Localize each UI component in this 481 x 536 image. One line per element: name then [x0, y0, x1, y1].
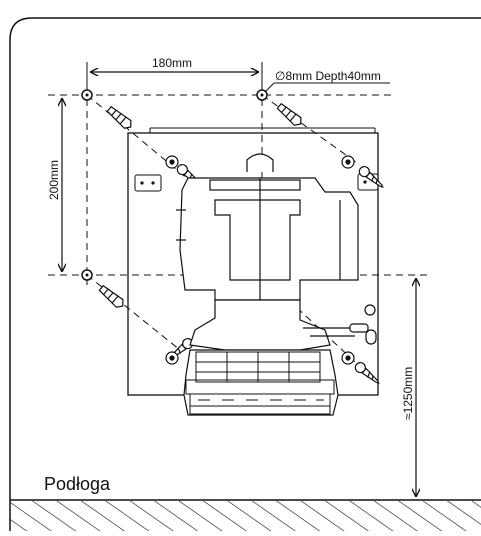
wall-frame	[9, 17, 481, 531]
dim-horizontal	[86, 62, 263, 88]
floor-label: Podłoga	[44, 474, 111, 494]
hole-spec-leader	[264, 82, 275, 93]
dim-1250-label: ≈1250mm	[401, 367, 415, 420]
hole-spec-label: ∅8mm Depth40mm	[275, 69, 381, 83]
heater-grille	[185, 351, 335, 415]
dim-180-label: 180mm	[152, 56, 192, 70]
plate-holes	[165, 155, 377, 365]
dim-200-label: 200mm	[47, 160, 61, 200]
heater-unit	[176, 153, 369, 416]
floor-hatch	[10, 501, 481, 531]
